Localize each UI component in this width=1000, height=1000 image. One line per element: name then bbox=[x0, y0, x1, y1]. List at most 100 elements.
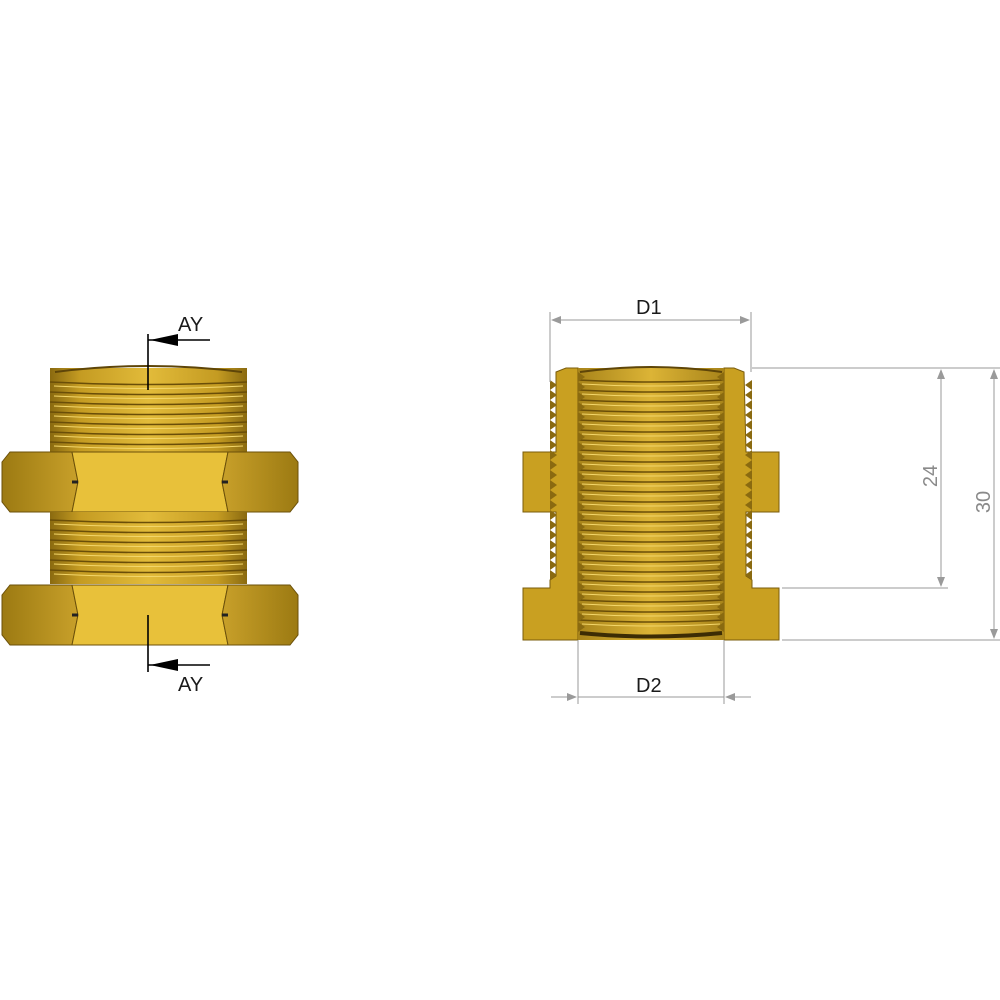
thread-highlight bbox=[581, 533, 721, 537]
thread-tooth bbox=[550, 450, 557, 460]
thread-tooth bbox=[550, 550, 557, 560]
thread-tooth bbox=[578, 442, 585, 452]
thread-tooth bbox=[745, 500, 752, 510]
thread-tooth bbox=[717, 462, 724, 472]
thread-line bbox=[49, 519, 248, 524]
thread-tooth bbox=[578, 462, 585, 472]
thread-line bbox=[577, 469, 725, 473]
thread-line bbox=[577, 509, 725, 513]
thread-tooth bbox=[745, 480, 752, 490]
thread-highlight bbox=[581, 393, 721, 397]
thread-highlight bbox=[53, 395, 244, 399]
thread-highlight bbox=[581, 453, 721, 457]
thread-tooth bbox=[550, 430, 557, 440]
thread-line bbox=[577, 579, 725, 583]
thread-line bbox=[577, 539, 725, 543]
thread-tooth bbox=[745, 390, 752, 400]
thread-tooth bbox=[717, 572, 724, 582]
thread-tooth bbox=[717, 452, 724, 462]
thread-tooth bbox=[578, 432, 585, 442]
thread-highlight bbox=[581, 593, 721, 597]
thread-highlight bbox=[53, 425, 244, 429]
thread-line bbox=[49, 411, 248, 416]
thread-tooth bbox=[578, 492, 585, 502]
thread-line bbox=[49, 559, 248, 564]
thread-highlight bbox=[581, 583, 721, 587]
thread-line bbox=[577, 619, 725, 623]
thread-tooth bbox=[578, 552, 585, 562]
thread-tooth bbox=[745, 420, 752, 430]
thread-line bbox=[577, 399, 725, 403]
section-label-top: AY bbox=[178, 314, 203, 336]
thread-tooth bbox=[550, 520, 557, 530]
thread-tooth bbox=[550, 420, 557, 430]
thread-tooth bbox=[578, 382, 585, 392]
thread-tooth bbox=[578, 572, 585, 582]
thread-highlight bbox=[53, 573, 244, 577]
thread-highlight bbox=[581, 473, 721, 477]
middle-thread bbox=[49, 512, 248, 584]
thread-highlight bbox=[53, 563, 244, 567]
thread-tooth bbox=[578, 422, 585, 432]
thread-tooth bbox=[717, 552, 724, 562]
right-view-section bbox=[522, 366, 780, 641]
thread-highlight bbox=[53, 553, 244, 557]
thread-tooth bbox=[745, 450, 752, 460]
thread-tooth bbox=[717, 512, 724, 522]
thread-tooth bbox=[745, 470, 752, 480]
thread-highlight bbox=[581, 433, 721, 437]
thread-tooth bbox=[578, 512, 585, 522]
dim-label-30: 30 bbox=[973, 491, 995, 513]
thread-line bbox=[577, 459, 725, 463]
thread-highlight bbox=[53, 543, 244, 547]
thread-highlight bbox=[581, 543, 721, 547]
thread-tooth bbox=[550, 540, 557, 550]
thread-line bbox=[577, 599, 725, 603]
thread-tooth bbox=[717, 532, 724, 542]
thread-bore bbox=[578, 368, 724, 640]
thread-tooth bbox=[745, 430, 752, 440]
thread-line bbox=[577, 479, 725, 483]
thread-tooth bbox=[717, 432, 724, 442]
thread-tooth bbox=[550, 460, 557, 470]
thread-tooth bbox=[578, 562, 585, 572]
dimensions: D1 D2 24 30 bbox=[549, 297, 1000, 704]
thread-tooth bbox=[745, 570, 752, 580]
thread-tooth bbox=[578, 412, 585, 422]
thread-highlight bbox=[581, 413, 721, 417]
thread-tooth bbox=[717, 372, 724, 382]
thread-line bbox=[577, 609, 725, 613]
thread-highlight bbox=[581, 493, 721, 497]
thread-highlight bbox=[581, 623, 721, 627]
thread-tooth bbox=[745, 540, 752, 550]
thread-line bbox=[577, 569, 725, 573]
thread-tooth bbox=[550, 570, 557, 580]
thread-tooth bbox=[717, 582, 724, 592]
thread-line bbox=[49, 431, 248, 436]
thread-tooth bbox=[717, 602, 724, 612]
thread-line bbox=[577, 489, 725, 493]
thread-tooth bbox=[745, 510, 752, 520]
thread-tooth bbox=[578, 612, 585, 622]
thread-highlight bbox=[581, 513, 721, 517]
thread-tooth bbox=[717, 522, 724, 532]
thread-line bbox=[577, 529, 725, 533]
dim-label-d2: D2 bbox=[636, 675, 662, 697]
dim-label-d1: D1 bbox=[636, 297, 662, 319]
thread-tooth bbox=[717, 482, 724, 492]
thread-tooth bbox=[578, 622, 585, 632]
thread-tooth bbox=[717, 382, 724, 392]
thread-tooth bbox=[717, 622, 724, 632]
thread-tooth bbox=[550, 380, 557, 390]
thread-tooth bbox=[550, 480, 557, 490]
dim-label-24: 24 bbox=[920, 465, 942, 487]
thread-line bbox=[577, 389, 725, 393]
thread-highlight bbox=[581, 613, 721, 617]
thread-tooth bbox=[745, 520, 752, 530]
thread-highlight bbox=[581, 403, 721, 407]
thread-tooth bbox=[717, 442, 724, 452]
thread-highlight bbox=[581, 523, 721, 527]
thread-tooth bbox=[550, 510, 557, 520]
thread-line bbox=[577, 549, 725, 553]
thread-line bbox=[49, 391, 248, 396]
